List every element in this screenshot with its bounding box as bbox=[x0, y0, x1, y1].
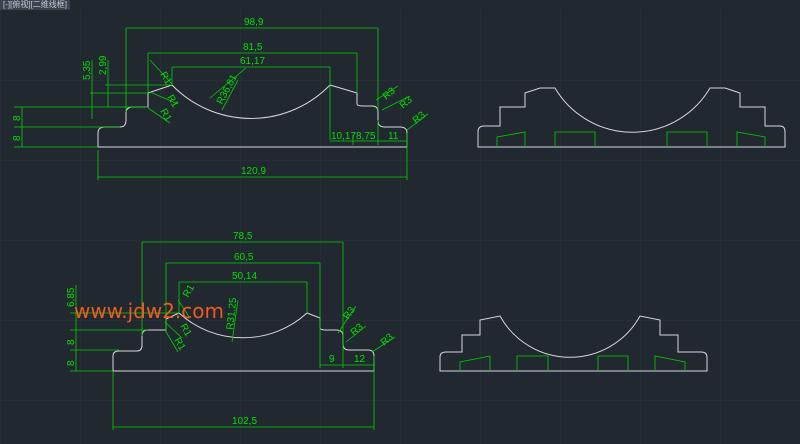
bottom-profile bbox=[112, 312, 375, 372]
dim-6-85: 6,85 bbox=[66, 287, 77, 307]
dim-81-5: 81,5 bbox=[243, 42, 263, 53]
top-profile bbox=[97, 84, 408, 148]
dim-50-14: 50,14 bbox=[232, 271, 257, 282]
dim-120-9: 120,9 bbox=[241, 166, 266, 177]
dim-60-5: 60,5 bbox=[234, 252, 254, 263]
dim-61-17: 61,17 bbox=[240, 56, 265, 67]
grid bbox=[0, 10, 800, 444]
dim-98-9: 98,9 bbox=[244, 17, 264, 28]
dim-2-99: 2,99 bbox=[98, 55, 109, 75]
dim-r31-25: R31,25 bbox=[225, 297, 239, 331]
dim-11: 11 bbox=[388, 131, 399, 142]
watermark: www.jdw2.com bbox=[74, 299, 224, 323]
dim-8-75: 8,75 bbox=[356, 131, 376, 142]
dim-9: 9 bbox=[329, 354, 335, 365]
viewport-label[interactable]: [-][俯视][二维线框] bbox=[0, 0, 70, 10]
dim-8-upper: 8 bbox=[66, 339, 77, 345]
dim-8-lower: 8 bbox=[66, 360, 77, 366]
dim-12: 12 bbox=[354, 354, 366, 365]
bottom-right-view bbox=[439, 315, 708, 372]
dim-5-35: 5,35 bbox=[82, 60, 93, 80]
dim-8-lower: 8 bbox=[12, 135, 23, 141]
dim-10-17: 10,17 bbox=[331, 131, 356, 142]
dim-8-upper: 8 bbox=[12, 115, 23, 121]
top-right-view bbox=[477, 87, 786, 148]
dim-102-5: 102,5 bbox=[232, 416, 257, 427]
dim-78-5: 78,5 bbox=[233, 231, 253, 242]
